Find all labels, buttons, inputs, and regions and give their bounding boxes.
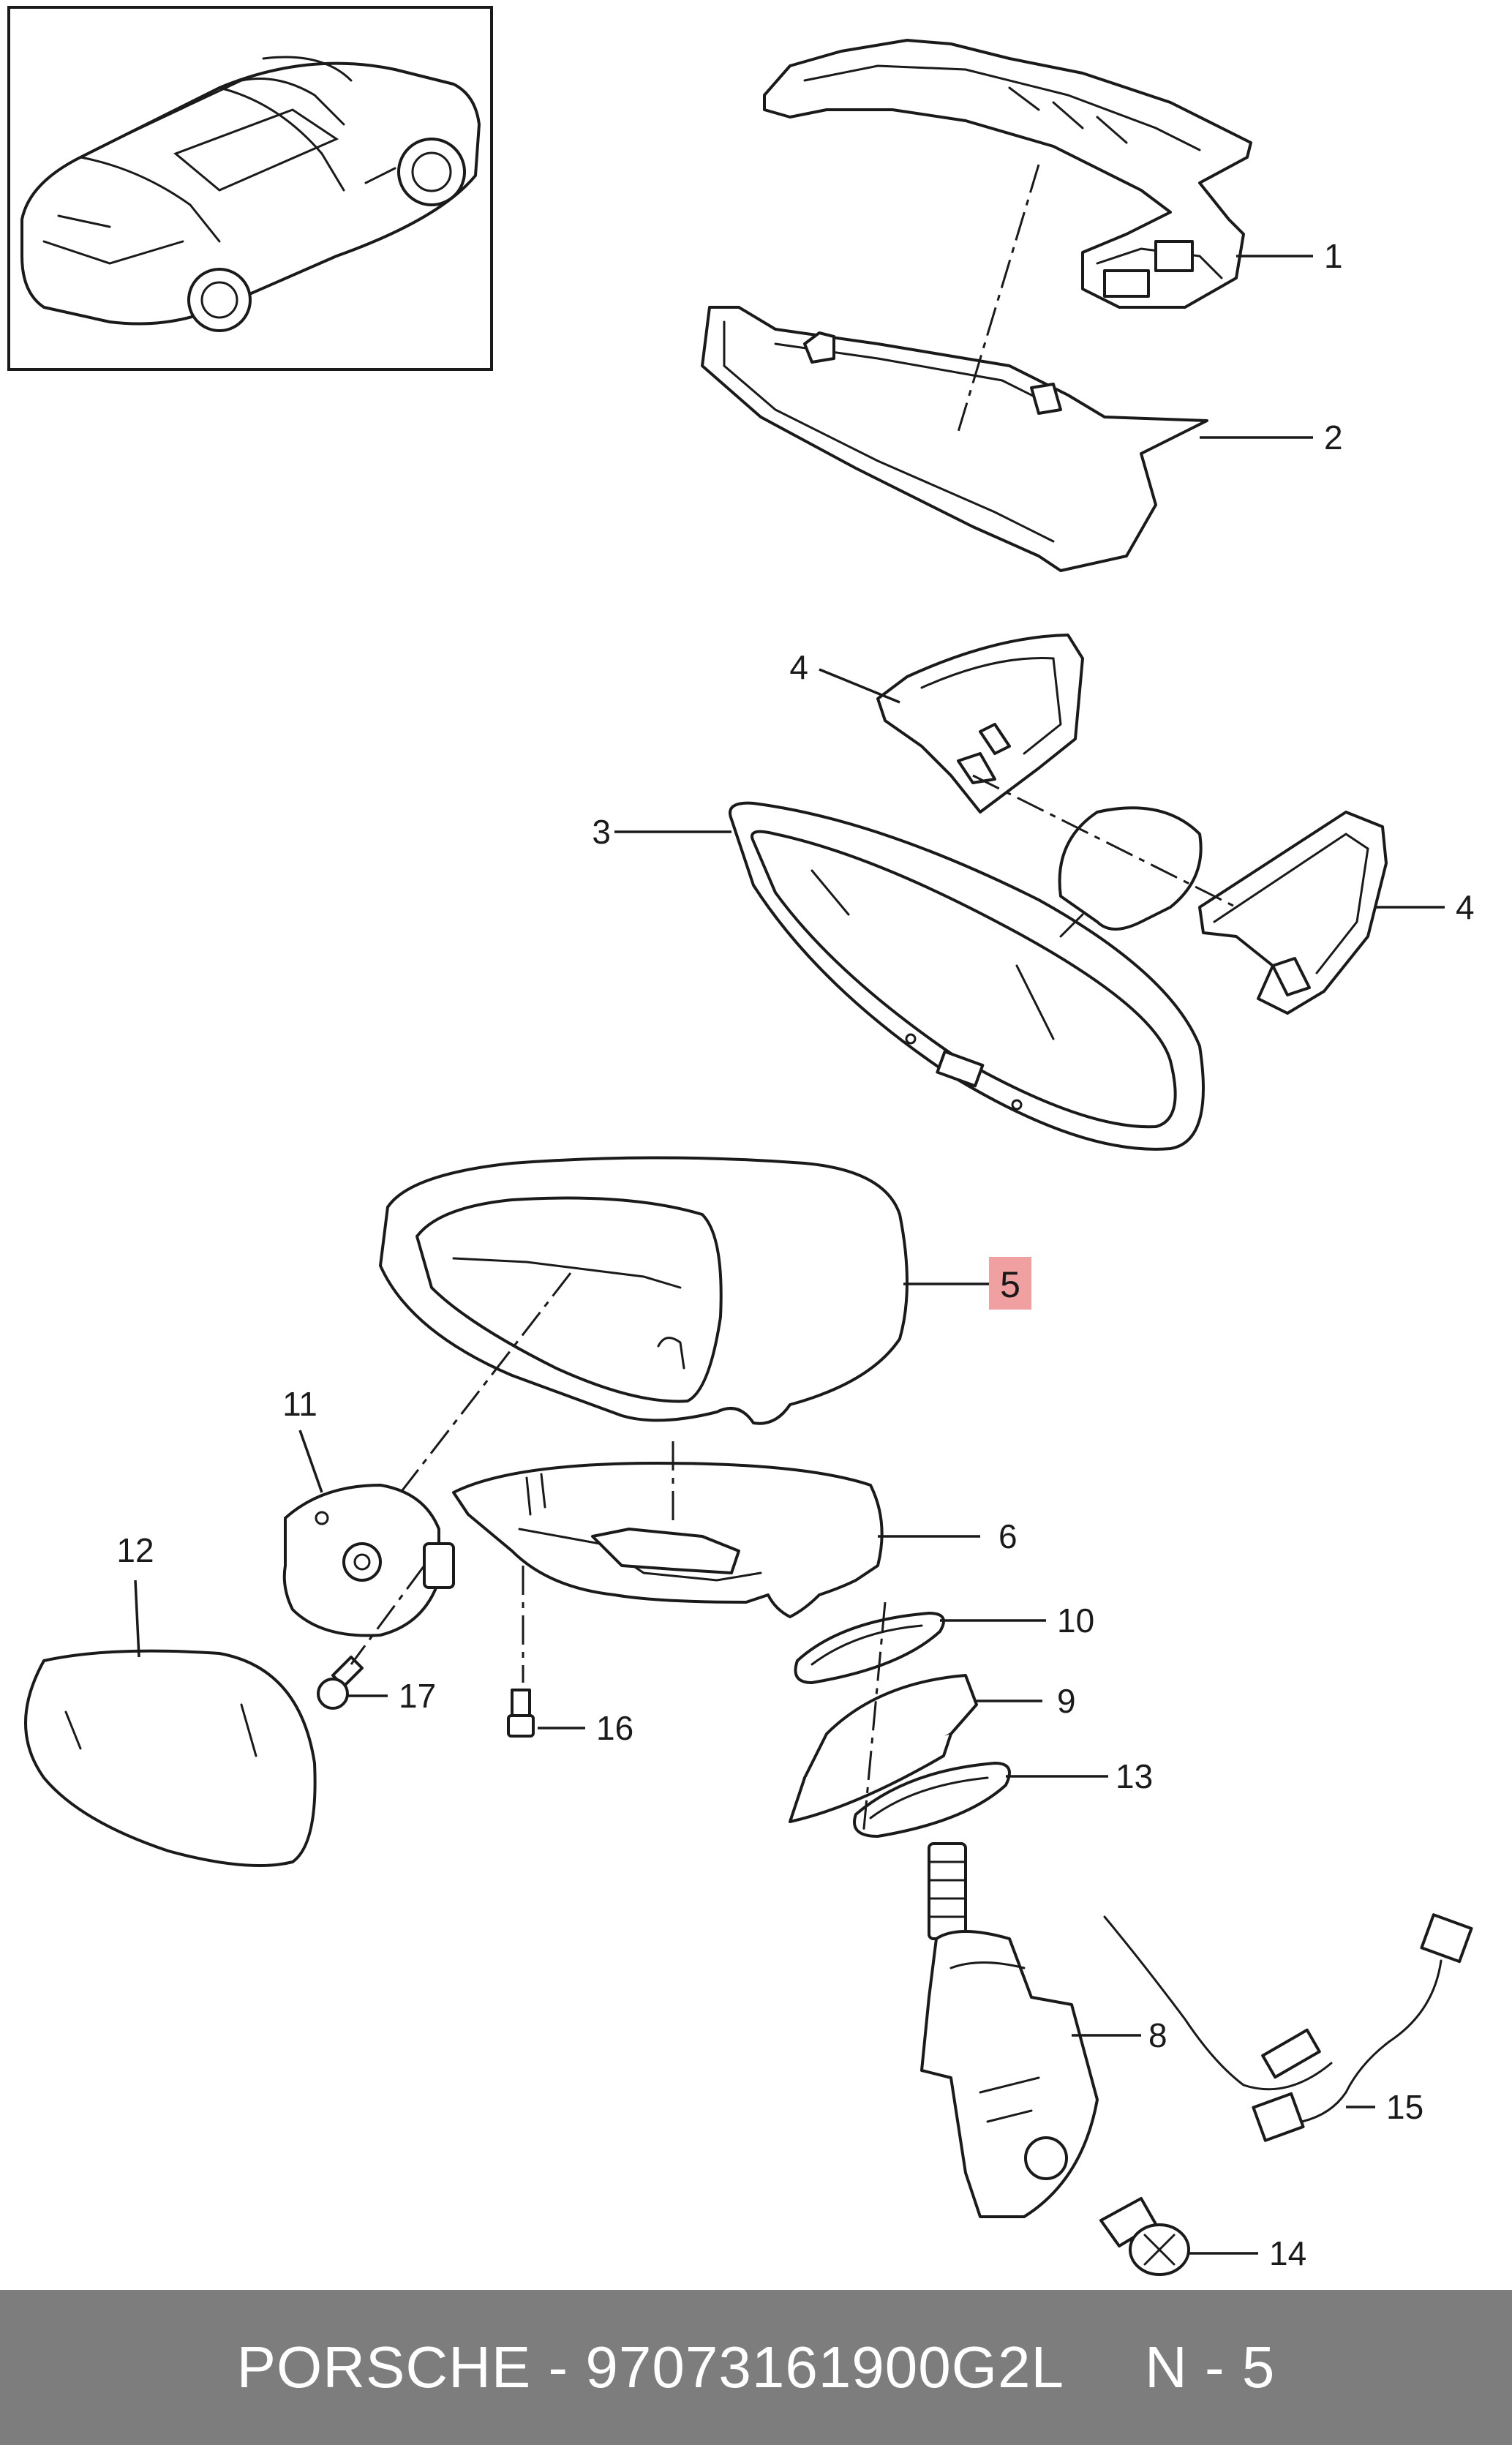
part-12-mirror-glass	[24, 1649, 317, 1867]
brand-part-number: PORSCHE - 97073161900G2L	[236, 2335, 1064, 2400]
callout-2: 2	[1324, 418, 1343, 457]
part-3-interior-mirror	[729, 801, 1205, 1151]
car-illustration	[20, 56, 481, 332]
callout-11: 11	[282, 1385, 317, 1423]
callout-15: 15	[1386, 2088, 1423, 2126]
callout-6: 6	[998, 1517, 1018, 1555]
callout-14: 14	[1269, 2234, 1306, 2272]
part-17-screw	[317, 1656, 364, 1710]
leader-lines	[134, 255, 1445, 2255]
part-15-wiring-harness	[1103, 1913, 1473, 2142]
assembly-axis-17	[350, 1565, 426, 1665]
page-reference: N - 5	[1144, 2335, 1276, 2400]
callout-9: 9	[1057, 1682, 1076, 1720]
callout-4-lower: 4	[1456, 888, 1475, 926]
part-16-screw	[507, 1689, 535, 1738]
part-9-seal	[789, 1674, 978, 1823]
callout-5-highlight	[989, 1257, 1031, 1310]
callout-4-upper: 4	[789, 648, 808, 686]
callout-13: 13	[1116, 1757, 1153, 1795]
part-11-adjusting-motor	[282, 1484, 455, 1637]
assembly-axis-base	[862, 1601, 887, 1837]
callout-labels: 1 2 3 4 4 5 6 10 9 13 8 14 15 16 17 11 1…	[116, 237, 1474, 2272]
part-13-gasket	[853, 1762, 1011, 1838]
parts-exploded-diagram: 1 2 3 4 4 5 6 10 9 13 8 14 15 16 17 11 1…	[7, 6, 1475, 2276]
callout-17: 17	[399, 1677, 436, 1715]
callout-3: 3	[592, 813, 611, 851]
part-2-cover-tray	[701, 306, 1208, 572]
assembly-axis-1-2	[957, 164, 1040, 432]
part-10-gasket	[794, 1612, 945, 1684]
callout-5: 5	[1000, 1264, 1020, 1305]
part-number-footer: PORSCHE - 97073161900G2L N - 5	[0, 2290, 1512, 2445]
callout-12: 12	[116, 1531, 154, 1569]
callout-1: 1	[1324, 237, 1343, 275]
callout-10: 10	[1057, 1601, 1094, 1640]
part-6-mirror-base	[452, 1462, 884, 1618]
part-14-bolt	[1099, 2197, 1190, 2276]
part-4-mount-cover-upper	[876, 634, 1084, 814]
assembly-axis-11-5	[394, 1272, 572, 1501]
callout-16: 16	[596, 1709, 633, 1747]
part-4-mount-cover-lower	[1198, 811, 1388, 1015]
vehicle-overview-inset	[7, 6, 493, 371]
callout-8: 8	[1148, 2016, 1167, 2054]
part-5-mirror-housing	[379, 1156, 909, 1425]
part-8-mounting-arm	[920, 1842, 1099, 2218]
part-1-mounting-bracket	[763, 39, 1252, 309]
